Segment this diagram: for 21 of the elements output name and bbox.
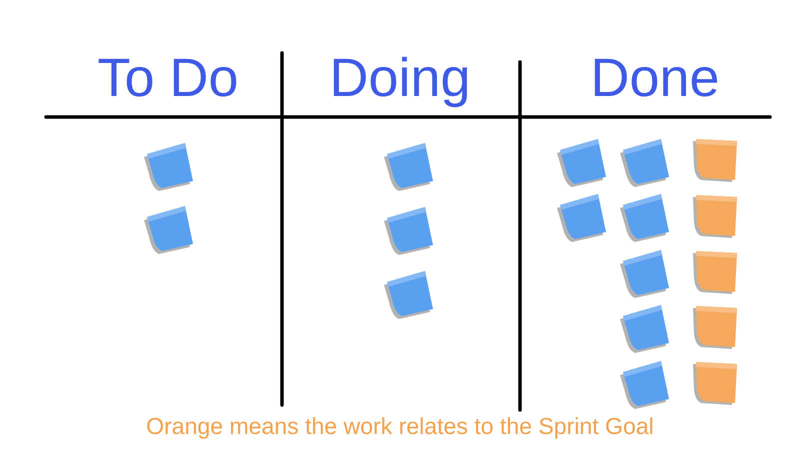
sticky-note xyxy=(557,139,606,187)
sticky-note xyxy=(620,361,669,409)
sticky-note xyxy=(693,251,737,294)
sticky-note xyxy=(144,143,193,191)
sticky-note xyxy=(693,195,737,238)
column-heading: Done xyxy=(594,58,718,97)
sticky-note xyxy=(384,143,433,191)
sticky-note xyxy=(557,194,606,242)
sticky-note xyxy=(144,206,193,254)
sticky-note xyxy=(620,305,669,353)
sticky-note xyxy=(620,139,669,187)
sticky-note xyxy=(693,362,737,405)
caption: Orange means the work relates to the Sprint Goal xyxy=(147,417,652,439)
sticky-note xyxy=(384,207,433,255)
sticky-note xyxy=(620,194,669,242)
column-heading: To Do xyxy=(98,58,236,97)
sticky-note xyxy=(620,250,669,298)
sticky-note xyxy=(384,271,433,319)
sticky-note xyxy=(693,306,737,349)
column-heading: Doing xyxy=(334,56,468,108)
sticky-note xyxy=(693,139,737,182)
